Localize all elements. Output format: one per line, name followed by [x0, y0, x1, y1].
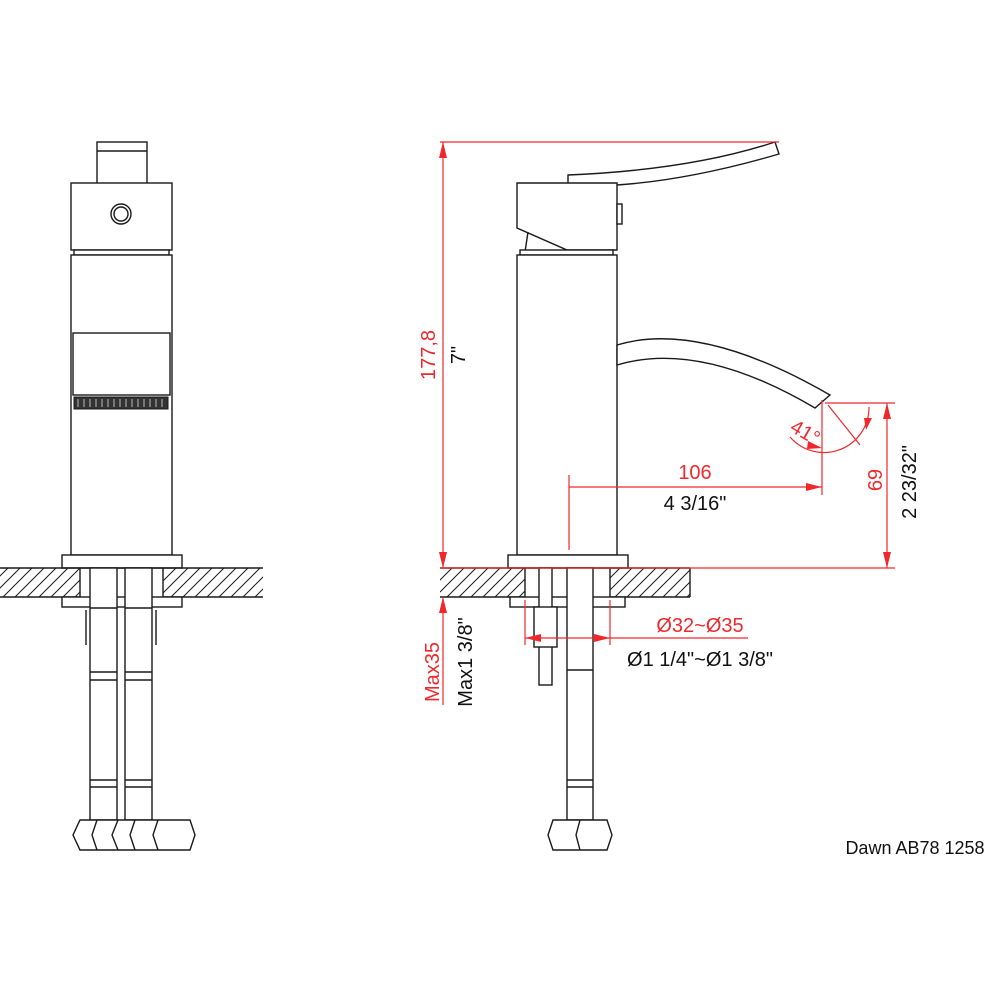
reach-mm: 106: [678, 462, 711, 484]
lever: [567, 141, 780, 186]
mounting-plate: [61, 596, 183, 608]
dimension-lines: 177,8 7" Max35 Max1 3/8" 106 4 3/16" 69 …: [418, 141, 921, 707]
reach-in: 4 3/16": [664, 493, 727, 515]
spout-height-in: 2 23/32": [899, 445, 921, 519]
body-side: [516, 254, 618, 556]
counter-max-mm: Max35: [422, 642, 444, 702]
aerator-window: [72, 332, 171, 396]
hex-nuts: [72, 819, 196, 851]
countertop-left: [0, 568, 80, 597]
lever-cap: [96, 141, 148, 186]
side-view: [440, 141, 832, 851]
front-view: [0, 141, 263, 851]
countertop-right: [440, 568, 525, 597]
base-plate-side: [507, 554, 629, 569]
hose-right: [124, 567, 153, 821]
model-label: Dawn AB78 1258: [845, 838, 984, 858]
handle-block: [70, 182, 173, 251]
hole-diameter-in: Ø1 1/4"~Ø1 3/8": [627, 649, 773, 671]
height-in: 7": [448, 346, 470, 364]
screw-hole-icon: [110, 203, 132, 225]
hose-side: [566, 567, 594, 821]
counter-max-in: Max1 3/8": [455, 617, 477, 706]
knurl-band: [73, 396, 169, 410]
hole-diameter-mm: Ø32~Ø35: [656, 615, 743, 637]
height-mm: 177,8: [418, 330, 440, 380]
hex-nut-side: [547, 819, 613, 851]
hose-left: [89, 567, 118, 821]
base-plate: [61, 554, 183, 569]
handle-block-side: [516, 182, 618, 251]
spout: [616, 338, 832, 409]
spout-angle: 41°: [786, 416, 823, 450]
spout-height-mm: 69: [865, 469, 887, 491]
